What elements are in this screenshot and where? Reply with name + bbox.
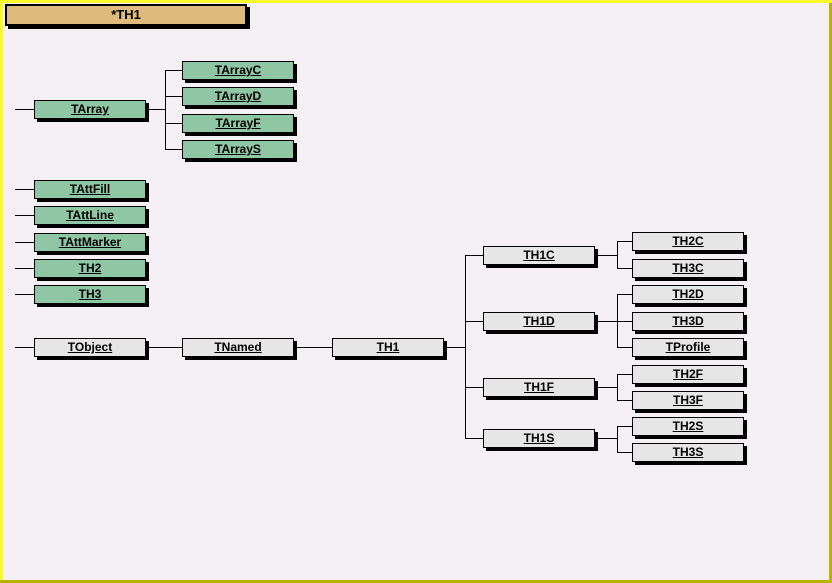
connector-th1c-th2c [617,241,632,242]
connector-th1d-th3d [617,321,632,322]
connector-th1-th1s [465,438,483,439]
node-th2d[interactable]: TH2D [632,285,744,304]
connector-th1-out [445,347,465,348]
connector-stub-tobject [15,347,34,348]
connector-stub-th3 [15,294,34,295]
connector-th1f-th3f [617,400,632,401]
connector-th1-th1d [465,321,483,322]
node-th1[interactable]: TH1 [332,338,444,357]
connector-stub-tattmarker [15,242,34,243]
node-th3c[interactable]: TH3C [632,259,744,278]
node-tarray[interactable]: TArray [34,100,146,119]
node-tobject[interactable]: TObject [34,338,146,357]
node-th2c[interactable]: TH2C [632,232,744,251]
connector-th1-trunk [465,255,466,439]
connector-tarray-trunk [165,70,166,150]
node-th2f[interactable]: TH2F [632,365,744,384]
node-th1d[interactable]: TH1D [483,312,595,331]
frame-border-right [829,0,832,583]
node-tprofile[interactable]: TProfile [632,338,744,357]
connector-th1c-th3c [617,268,632,269]
connector-th1d-out [596,321,617,322]
connector-tarray-tarrayc [165,70,182,71]
connector-stub-tattfill [15,189,34,190]
connector-th1c-trunk [617,241,618,269]
connector-th1d-th2d [617,294,632,295]
connector-tobject-tnamed [147,347,182,348]
connector-tarray-tarrays [165,149,182,150]
node-th1s[interactable]: TH1S [483,429,595,448]
connector-tnamed-th1 [295,347,332,348]
node-tarrayf[interactable]: TArrayF [182,114,294,133]
frame-border-bottom [0,580,832,583]
node-tarrayc[interactable]: TArrayC [182,61,294,80]
node-tattmarker[interactable]: TAttMarker [34,233,146,252]
node-tnamed[interactable]: TNamed [182,338,294,357]
node-th1c[interactable]: TH1C [483,246,595,265]
node-th1f[interactable]: TH1F [483,378,595,397]
node-th2[interactable]: TH2 [34,259,146,278]
connector-th1f-out [596,387,617,388]
node-tattline[interactable]: TAttLine [34,206,146,225]
connector-tarray-out [147,109,165,110]
connector-th1f-th2f [617,374,632,375]
frame-border-top [0,0,832,3]
node-th3[interactable]: TH3 [34,285,146,304]
frame-border-left [0,0,3,583]
connector-th1-th1f [465,387,483,388]
connector-th1f-trunk [617,374,618,401]
node-tarrays[interactable]: TArrayS [182,140,294,159]
diagram-title: *TH1 [5,4,247,26]
connector-th1s-th3s [617,452,632,453]
connector-th1d-tprofile [617,347,632,348]
connector-th1s-th2s [617,426,632,427]
connector-stub-tattline [15,215,34,216]
node-th2s[interactable]: TH2S [632,417,744,436]
node-th3d[interactable]: TH3D [632,312,744,331]
connector-tarray-tarrayf [165,123,182,124]
connector-stub-th2 [15,268,34,269]
node-tarrayd[interactable]: TArrayD [182,87,294,106]
connector-th1c-out [596,255,617,256]
connector-th1s-out [596,438,617,439]
node-th3f[interactable]: TH3F [632,391,744,410]
connector-th1s-trunk [617,426,618,453]
connector-th1-th1c [465,255,483,256]
connector-stub-tarray [15,109,34,110]
node-th3s[interactable]: TH3S [632,443,744,462]
node-tattfill[interactable]: TAttFill [34,180,146,199]
connector-tarray-tarrayd [165,96,182,97]
